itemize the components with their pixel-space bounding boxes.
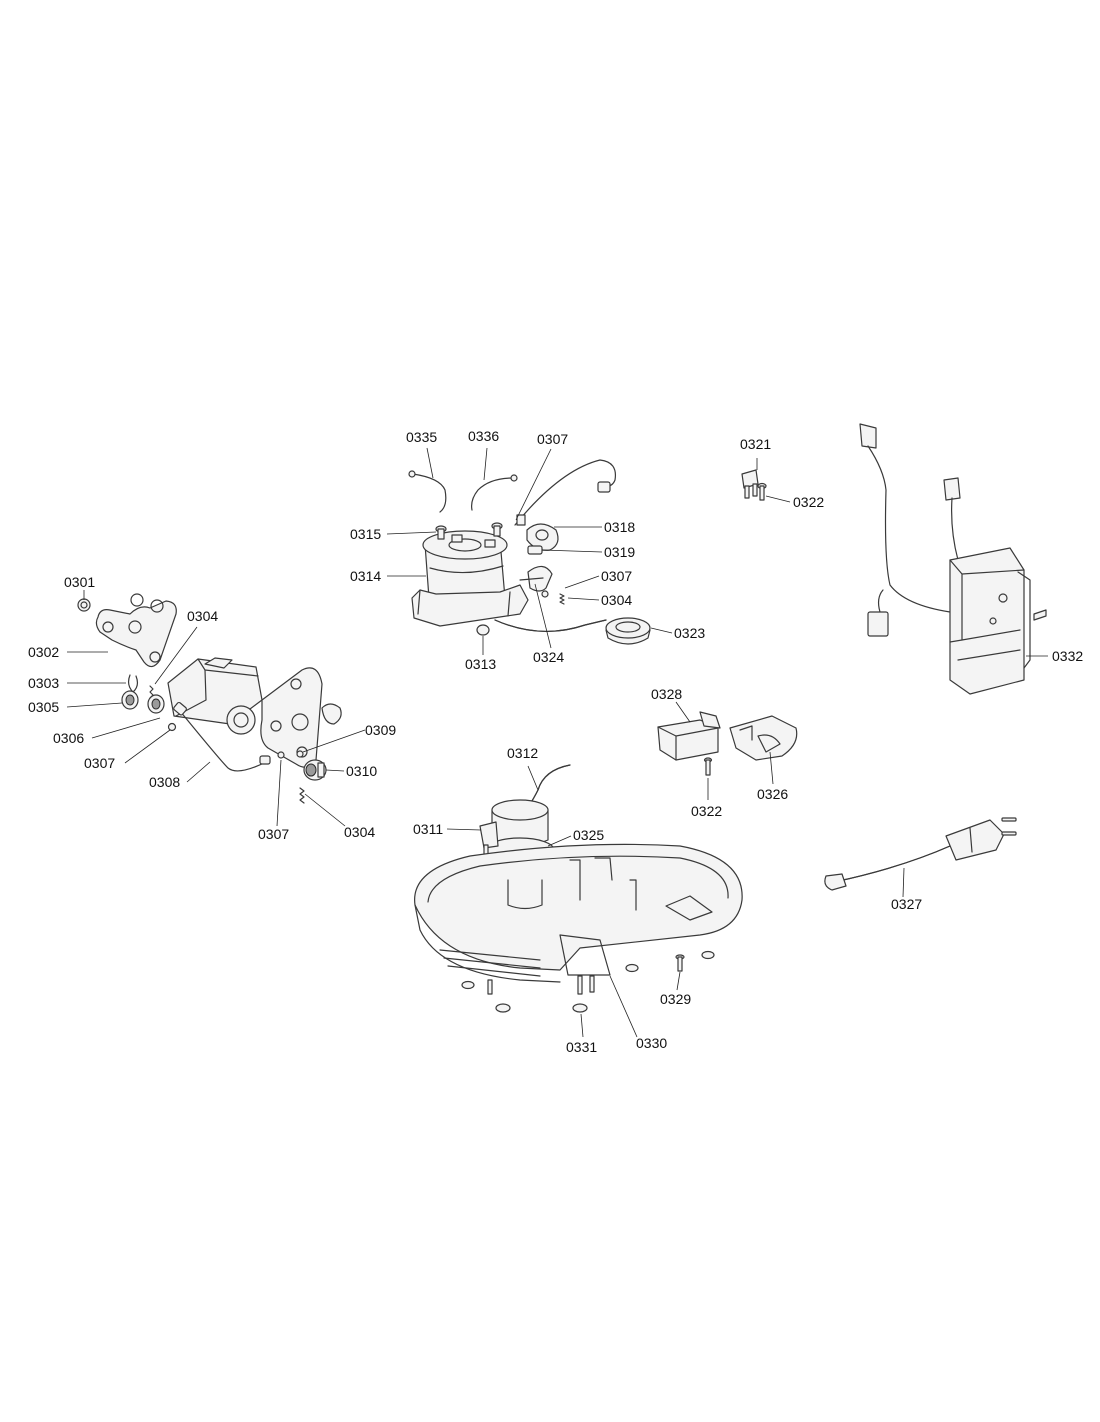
callout-0307-c: 0307 (537, 431, 568, 447)
callout-0329: 0329 (660, 991, 691, 1007)
part-0322-screw (703, 757, 713, 776)
callout-0301: 0301 (64, 574, 95, 590)
part-0306-fitting (147, 694, 165, 714)
part-0319-fuse (527, 545, 543, 555)
part-0311-clamp (479, 821, 499, 849)
part-0331-foot (572, 1003, 588, 1013)
part-0308-hose (179, 710, 267, 772)
part-0329-screw (675, 954, 685, 972)
callout-0315: 0315 (350, 526, 381, 542)
part-0328-switch (657, 719, 719, 761)
callout-0314: 0314 (350, 568, 381, 584)
callout-0312: 0312 (507, 745, 538, 761)
callout-0306: 0306 (53, 730, 84, 746)
callout-0328: 0328 (651, 686, 682, 702)
callout-0310: 0310 (346, 763, 377, 779)
callout-0326: 0326 (757, 786, 788, 802)
part-0313-foot (476, 624, 490, 636)
callout-0330: 0330 (636, 1035, 667, 1051)
callout-0322-b: 0322 (691, 803, 722, 819)
control-board-cable (867, 445, 951, 613)
callout-0321: 0321 (740, 436, 771, 452)
callout-0323: 0323 (674, 625, 705, 641)
callout-0324: 0324 (533, 649, 564, 665)
control-board-assembly (859, 423, 1047, 695)
callout-0303: 0303 (28, 675, 59, 691)
part-0336-wire (471, 477, 514, 511)
callout-0304-c: 0304 (601, 592, 632, 608)
callout-0325: 0325 (573, 827, 604, 843)
boiler-sensor-cable (514, 459, 617, 526)
callout-0319: 0319 (604, 544, 635, 560)
part-0322-screw (757, 482, 767, 501)
boiler-assembly (408, 459, 651, 645)
callout-0335: 0335 (406, 429, 437, 445)
part-0323-flowmeter (605, 617, 651, 645)
callout-0336: 0336 (468, 428, 499, 444)
part-0315-screw (491, 522, 503, 537)
callout-0307-b: 0307 (258, 826, 289, 842)
connector-0321 (741, 469, 759, 499)
part-0301-nut (77, 598, 91, 612)
callout-0327: 0327 (891, 896, 922, 912)
callout-0302: 0302 (28, 644, 59, 660)
base-assembly (414, 764, 743, 1013)
callout-0332: 0332 (1052, 648, 1083, 664)
callout-labels: 0301 0302 0303 0304 0305 0306 0307 0308 … (28, 428, 1083, 1055)
callout-0318: 0318 (604, 519, 635, 535)
leader-lines (66, 447, 1048, 1038)
part-0304-spring (299, 787, 305, 804)
part-0304-spring (559, 593, 565, 605)
part-0310-valve (303, 759, 327, 781)
part-0302-bracket (95, 600, 177, 668)
callout-0322-a: 0322 (793, 494, 824, 510)
part-0335-wire (412, 473, 447, 513)
callout-0313: 0313 (465, 656, 496, 672)
pump-assembly (77, 593, 342, 804)
callout-0307-d: 0307 (601, 568, 632, 584)
callout-0308: 0308 (149, 774, 180, 790)
part-0315-screw (435, 525, 447, 540)
part-0307-washer (167, 722, 177, 732)
part-0331-foot (495, 1003, 511, 1013)
part-0305-fitting (121, 690, 139, 710)
boiler-base (411, 584, 529, 627)
callout-0311: 0311 (413, 821, 443, 837)
callout-0307-a: 0307 (84, 755, 115, 771)
switch-assembly (657, 711, 798, 776)
part-0304-spring (149, 685, 154, 699)
callout-0304-a: 0304 (187, 608, 218, 624)
part-0307-washer (277, 751, 285, 759)
callout-0304-b: 0304 (344, 824, 375, 840)
part-0303-clip (127, 674, 139, 693)
part-0309-ring (296, 750, 304, 758)
part-0307-washer (541, 590, 549, 598)
callout-0309: 0309 (365, 722, 396, 738)
part-0332-control-board (949, 547, 1025, 695)
callout-0305: 0305 (28, 699, 59, 715)
control-board-screw (1033, 609, 1047, 621)
callout-0331: 0331 (566, 1039, 597, 1055)
part-0327-power-cord (824, 817, 1017, 891)
part-0330-base-tray (414, 843, 743, 971)
